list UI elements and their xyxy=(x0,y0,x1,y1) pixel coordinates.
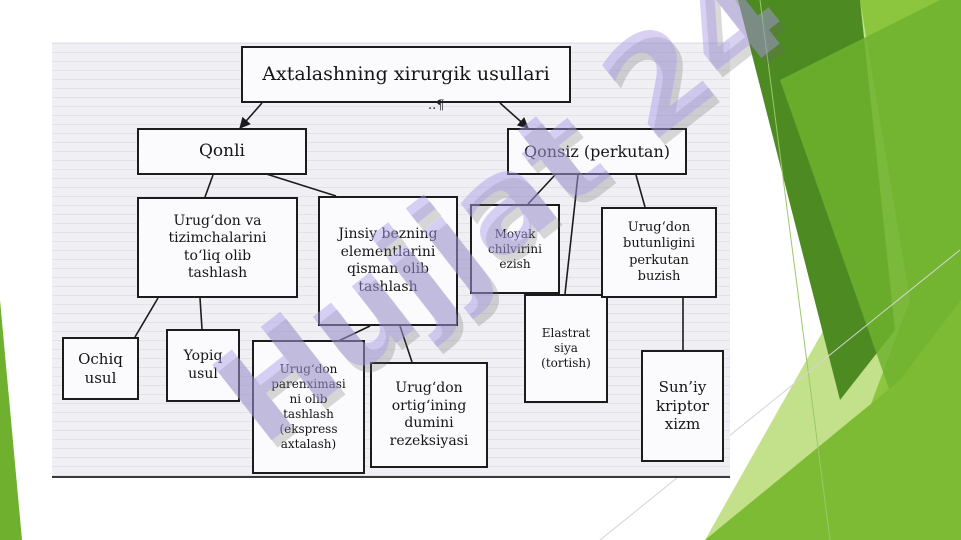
cryptorchidism-box: Sun’iy kriptor xizm xyxy=(641,350,724,462)
closed-method-box: Yopiq usul xyxy=(166,329,240,402)
theme-thin-line xyxy=(599,249,961,540)
middle-resection-box: Urug‘don ortig‘ining dumini rezeksiyasi xyxy=(370,362,488,468)
crushing-label: Moyak chilvirini ezish xyxy=(488,226,542,271)
open-method-box: Ochiq usul xyxy=(62,337,139,400)
green-shape-bottom xyxy=(705,300,961,540)
arrow-root-qonli xyxy=(239,102,263,129)
root-label: Axtalashning xirurgik usullari xyxy=(262,62,550,85)
percutaneous-label: Urug‘don butunligini perkutan buzish xyxy=(623,220,695,284)
green-shape-mid xyxy=(780,0,961,420)
qonsiz-label: Qonsiz (perkutan) xyxy=(523,141,670,161)
link-qonli-partial xyxy=(259,171,337,197)
percutaneous-box: Urug‘don butunligini perkutan buzish xyxy=(601,207,717,298)
root-mark: ..¶ xyxy=(428,98,445,113)
root-box: Axtalashning xirurgik usullari xyxy=(241,46,571,103)
qonli-label: Qonli xyxy=(199,140,245,161)
closed-method-label: Yopiq usul xyxy=(183,348,223,382)
link-full-open xyxy=(134,297,159,338)
link-qonsiz-crushing xyxy=(527,174,556,205)
full-removal-label: Urug‘don va tizimchalarini to‘liq olib t… xyxy=(168,212,267,282)
link-qonli-full xyxy=(204,174,214,198)
elastration-box: Elastrat siya (tortish) xyxy=(524,294,608,403)
link-qonsiz-percutaneous xyxy=(635,174,646,208)
elastration-label: Elastrat siya (tortish) xyxy=(541,326,591,370)
cryptorchidism-label: Sun’iy kriptor xizm xyxy=(656,377,709,434)
partial-removal-box: Jinsiy bezning elementlarini qisman olib… xyxy=(318,196,458,326)
middle-resection-label: Urug‘don ortig‘ining dumini rezeksiyasi xyxy=(389,380,469,449)
green-left-edge xyxy=(0,300,22,540)
parenchyma-box: Urug‘don parenximasi ni olib tashlash (e… xyxy=(252,340,365,474)
link-partial-middle xyxy=(399,325,413,363)
full-removal-box: Urug‘don va tizimchalarini to‘liq olib t… xyxy=(137,197,298,298)
arrow-root-qonsiz xyxy=(499,102,529,129)
open-method-label: Ochiq usul xyxy=(78,349,123,387)
qonsiz-box: Qonsiz (perkutan) xyxy=(507,128,687,175)
crushing-box: Moyak chilvirini ezish xyxy=(470,204,560,294)
theme-thin-line xyxy=(759,0,831,540)
parenchyma-label: Urug‘don parenximasi ni olib tashlash (e… xyxy=(271,362,346,451)
link-full-closed xyxy=(199,297,203,330)
partial-removal-label: Jinsiy bezning elementlarini qisman olib… xyxy=(338,226,438,295)
link-qonsiz-elastration xyxy=(564,174,579,295)
qonli-box: Qonli xyxy=(137,128,307,175)
